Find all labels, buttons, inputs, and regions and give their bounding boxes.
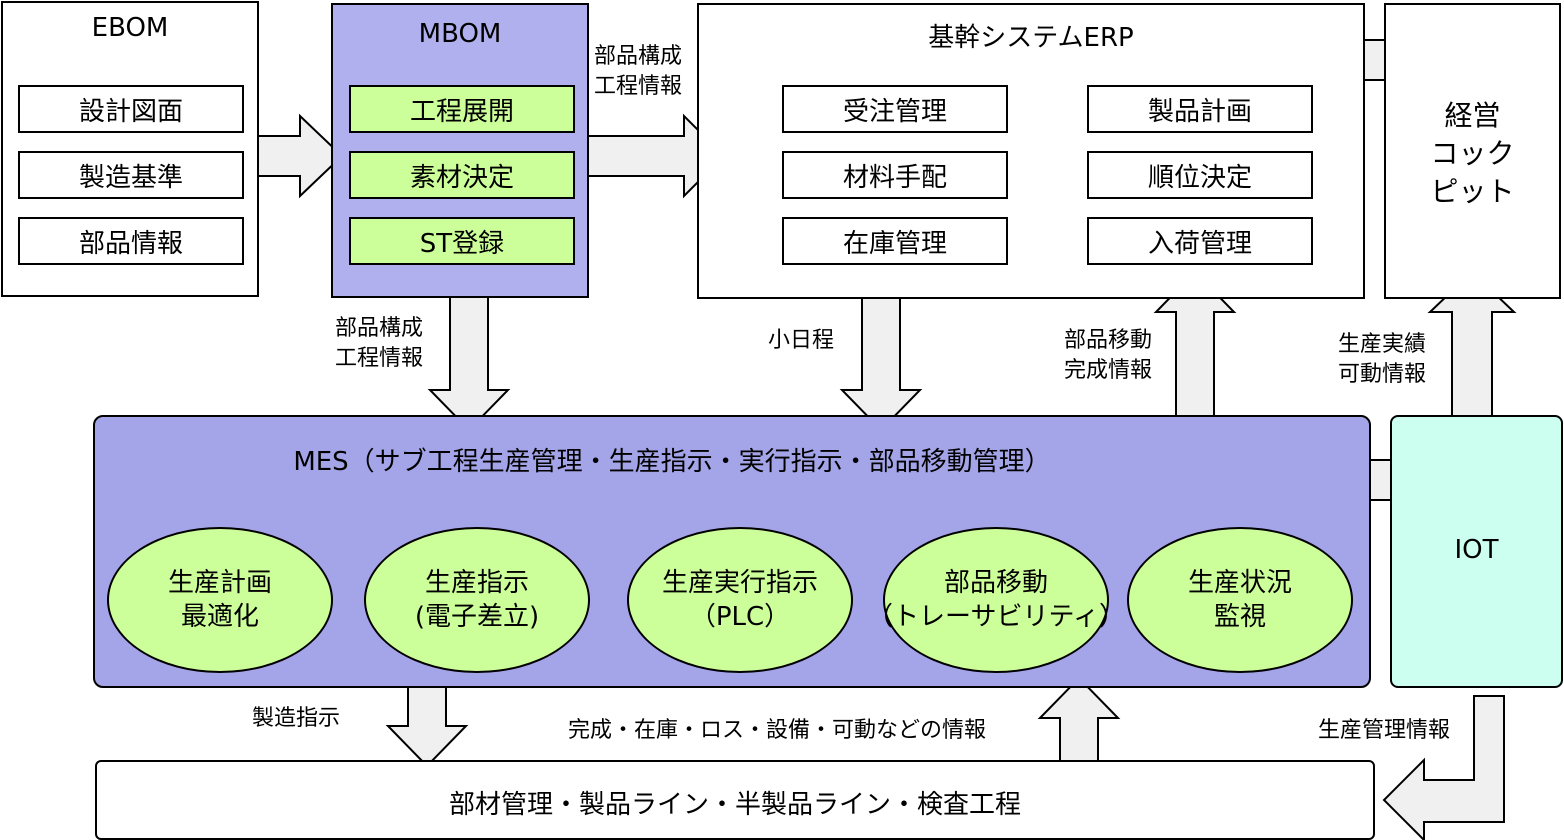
label-mbom-to-mes-line2: 工程情報 — [335, 346, 424, 371]
ebom-item-manufacturing-standard: 製造基準 — [18, 151, 244, 199]
cockpit-line-1: 経営 — [1444, 99, 1501, 132]
mes-ellipse-production-instruction: 生産指示 (電子差立) — [364, 527, 590, 673]
label-iot-to-cockpit-line1: 生産実績 — [1338, 332, 1427, 357]
erp-item-material-arrangement: 材料手配 — [782, 151, 1008, 199]
erp-item-product-planning: 製品計画 — [1087, 85, 1313, 133]
shopfloor-title: 部材管理・製品ライン・半製品ライン・検査工程 — [448, 790, 1021, 820]
label-mbom-to-erp-line2: 工程情報 — [594, 74, 683, 99]
label-erp-to-mes: 小日程 — [768, 328, 835, 353]
mes-ellipse-production-plan: 生産計画 最適化 — [107, 527, 333, 673]
erp-item-inventory-management: 在庫管理 — [782, 217, 1008, 265]
mbom-title: MBOM — [418, 19, 502, 49]
ellipse-4-line1: 部品移動 — [943, 568, 1048, 598]
ellipse-1-line1: 生産計画 — [167, 568, 272, 598]
label-iot-to-floor: 生産管理情報 — [1318, 718, 1451, 743]
mes-ellipse-production-monitoring: 生産状況 監視 — [1127, 527, 1353, 673]
erp-box: 基幹システムERP 受注管理 製品計画 材料手配 順位決定 在庫管理 入荷管理 — [697, 3, 1365, 299]
label-mes-to-erp-line1: 部品移動 — [1064, 328, 1153, 353]
erp-item-order-management: 受注管理 — [782, 85, 1008, 133]
erp-item-priority-decision: 順位決定 — [1087, 151, 1313, 199]
ellipse-1-line2: 最適化 — [180, 602, 259, 632]
arrow-floor-to-mes — [1037, 676, 1121, 771]
ebom-item-design-drawing: 設計図面 — [18, 85, 244, 133]
iot-box: IOT — [1390, 415, 1563, 688]
arrow-ebom-to-mbom — [247, 113, 344, 199]
ellipse-3-line1: 生産実行指示 — [661, 568, 818, 598]
label-mbom-to-mes: 部品構成 工程情報 — [335, 314, 423, 374]
arrow-mes-to-floor — [385, 675, 469, 768]
label-mes-to-erp-line2: 完成情報 — [1064, 358, 1153, 383]
label-mbom-to-erp: 部品構成 工程情報 — [594, 42, 682, 102]
erp-item-receiving-management: 入荷管理 — [1087, 217, 1313, 265]
label-floor-to-mes: 完成・在庫・ロス・設備・可動などの情報 — [568, 718, 987, 743]
label-iot-to-cockpit-line2: 可動情報 — [1338, 362, 1427, 387]
mes-box: MES（サブ工程生産管理・生産指示・実行指示・部品移動管理） 生産計画 最適化 … — [93, 415, 1371, 688]
ellipse-4-line2: （トレーサビリティ） — [867, 602, 1125, 632]
ebom-box: EBOM 設計図面 製造基準 部品情報 — [1, 1, 259, 297]
label-mes-to-erp: 部品移動 完成情報 — [1064, 326, 1152, 386]
shopfloor-box: 部材管理・製品ライン・半製品ライン・検査工程 — [95, 760, 1375, 840]
cockpit-line-2: コック — [1430, 137, 1515, 170]
cockpit-label: 経営 コック ピット — [1386, 97, 1559, 211]
label-mes-to-floor: 製造指示 — [252, 706, 341, 731]
ellipse-5-line1: 生産状況 — [1187, 568, 1292, 598]
arrow-iot-to-floor — [1382, 695, 1505, 840]
mes-title: MES（サブ工程生産管理・生産指示・実行指示・部品移動管理） — [293, 447, 1051, 477]
ebom-item-parts-info: 部品情報 — [18, 217, 244, 265]
mbom-box: MBOM 工程展開 素材決定 ST登録 — [331, 3, 589, 298]
cockpit-line-3: ピット — [1430, 175, 1515, 208]
cockpit-box: 経営 コック ピット — [1384, 3, 1561, 299]
mbom-item-st-registration: ST登録 — [349, 217, 575, 265]
label-mbom-to-erp-line1: 部品構成 — [594, 44, 683, 69]
label-iot-to-cockpit: 生産実績 可動情報 — [1338, 330, 1426, 390]
ellipse-3-line2: （PLC） — [689, 602, 791, 632]
mbom-item-material-decision: 素材決定 — [349, 151, 575, 199]
label-mbom-to-mes-line1: 部品構成 — [335, 316, 424, 341]
ebom-title: EBOM — [91, 13, 169, 43]
iot-title: IOT — [1454, 535, 1499, 565]
mbom-item-process-expansion: 工程展開 — [349, 85, 575, 133]
erp-title: 基幹システムERP — [928, 23, 1134, 53]
mes-ellipse-execution-instruction: 生産実行指示 （PLC） — [627, 527, 853, 673]
ellipse-2-line2: (電子差立) — [414, 602, 540, 632]
mes-ellipse-parts-movement: 部品移動 （トレーサビリティ） — [867, 527, 1125, 673]
ellipse-5-line2: 監視 — [1213, 602, 1266, 632]
ellipse-2-line1: 生産指示 — [424, 568, 529, 598]
